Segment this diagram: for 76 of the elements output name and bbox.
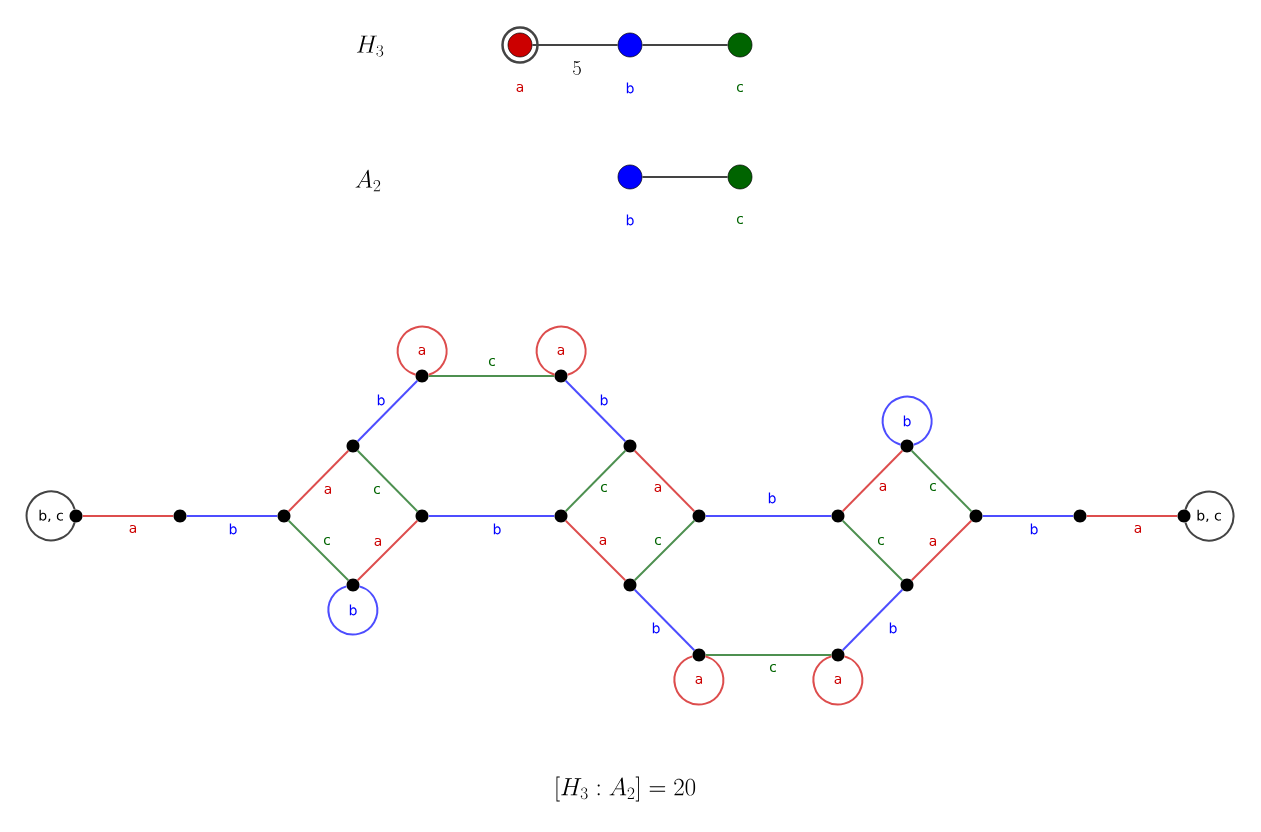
edge-line (841, 588, 904, 652)
edge-line (641, 44, 729, 46)
edge-label: a (418, 346, 426, 355)
loop (1184, 490, 1235, 542)
edge-label: b (766, 491, 778, 505)
edge-label: c (487, 356, 497, 367)
edge-label: c (653, 535, 663, 546)
edge-label: b (598, 393, 610, 407)
edge-label: b (375, 393, 387, 407)
edge-label: b (349, 604, 357, 616)
edge-label: a (695, 675, 703, 684)
edge-label: $5$ (571, 60, 583, 76)
edge-line (287, 519, 350, 582)
loop (327, 585, 379, 636)
edge-line (981, 515, 1075, 517)
loop (812, 655, 864, 706)
edge-label: a (322, 484, 334, 495)
edge-line (633, 449, 696, 513)
edge-line (841, 449, 904, 513)
edge-line (356, 449, 419, 513)
edge-line (81, 515, 175, 517)
edge-line (910, 519, 973, 582)
edge-label: b (227, 522, 239, 536)
edge-line (633, 519, 696, 582)
edge-line (564, 379, 627, 443)
edge-line (287, 449, 350, 513)
edge-label: a (597, 535, 609, 546)
edge-line (841, 519, 904, 582)
edge-label: b, c (39, 509, 63, 523)
edge-label: c (876, 535, 886, 546)
node-label: b (626, 82, 634, 94)
edge-label: a (372, 536, 384, 547)
edge-line (564, 519, 627, 582)
edge-label: a (652, 482, 664, 493)
edge-label: a (557, 346, 565, 355)
caption: $[H_3 : A_2] = 20$ (556, 776, 696, 802)
edge-label: b (1028, 522, 1040, 536)
edge-line (356, 379, 419, 443)
node-label: c (736, 83, 743, 92)
node-label: a (516, 83, 524, 92)
loop (673, 655, 725, 706)
edge-label: a (834, 675, 842, 684)
edge-line (427, 375, 556, 377)
edge-line (633, 588, 696, 652)
edge-line (564, 449, 627, 513)
edge-label: a (1132, 523, 1144, 534)
edge-line (1085, 515, 1179, 517)
edge-label: b (903, 415, 911, 427)
diagram-label: $A_2$ (355, 169, 381, 192)
loop (535, 325, 587, 376)
node-label: c (736, 215, 743, 224)
edge-line (704, 515, 833, 517)
edge-line (641, 176, 729, 178)
edge-line (356, 519, 419, 582)
edge-line (910, 449, 973, 513)
edge-label: c (322, 535, 332, 546)
edge-label: c (372, 484, 382, 495)
edge-line (427, 515, 556, 517)
loop (396, 325, 448, 376)
edge-label: b (650, 621, 662, 635)
edge-label: c (768, 662, 778, 673)
edge-label: c (928, 481, 938, 492)
edge-line (531, 44, 619, 46)
node-label: b (626, 214, 634, 226)
edge-label: c (599, 482, 609, 493)
edge-label: a (877, 481, 889, 492)
edge-label: b (887, 621, 899, 635)
loop (881, 395, 933, 446)
edge-line (185, 515, 279, 517)
loop (25, 490, 76, 542)
edge-label: b, c (1197, 509, 1221, 523)
edge-line (704, 654, 833, 656)
edge-label: a (127, 523, 139, 534)
diagram-label: $H_3$ (356, 35, 384, 57)
edge-label: a (927, 536, 939, 547)
edge-label: b (491, 522, 503, 536)
